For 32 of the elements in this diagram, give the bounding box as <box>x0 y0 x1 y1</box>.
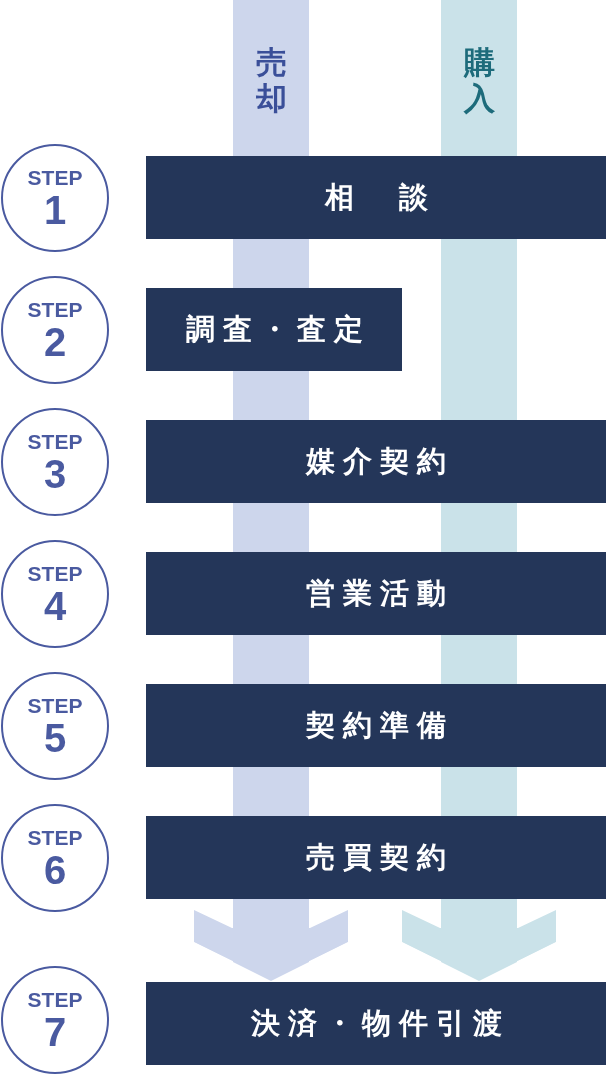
connector-band <box>441 635 517 684</box>
step-bar: 営業活動 <box>146 552 606 635</box>
step-label: STEP <box>27 562 83 585</box>
connector-band <box>233 125 309 156</box>
step-number: 7 <box>43 1011 67 1053</box>
step-bar: 調査・査定 <box>146 288 402 371</box>
step-number: 3 <box>43 452 67 495</box>
step-number: 6 <box>43 848 67 891</box>
step-label: STEP <box>27 694 83 717</box>
step-number: 2 <box>43 320 67 363</box>
step-number: 5 <box>43 716 67 759</box>
step-bar: 契約準備 <box>146 684 606 767</box>
connector-band <box>441 503 517 552</box>
step-bar: 売買契約 <box>146 816 606 899</box>
column-heading: 売却 <box>233 0 309 125</box>
connector-band <box>441 125 517 156</box>
step-label: STEP <box>27 166 83 189</box>
column-heading: 購入 <box>441 0 517 125</box>
step-number: 1 <box>43 188 67 231</box>
connector-band <box>441 239 517 420</box>
connector-band <box>233 635 309 684</box>
connector-band <box>233 503 309 552</box>
connector-band <box>233 239 309 288</box>
step-bar: 媒介契約 <box>146 420 606 503</box>
step-label: STEP <box>27 989 83 1011</box>
step-label: STEP <box>27 430 83 453</box>
step-label: STEP <box>27 298 83 321</box>
step-bar: 相 談 <box>146 156 606 239</box>
connector-band <box>233 371 309 420</box>
step-bar: 決済・物件引渡 <box>146 982 606 1065</box>
step-number: 4 <box>43 584 67 627</box>
step-label: STEP <box>27 826 83 849</box>
